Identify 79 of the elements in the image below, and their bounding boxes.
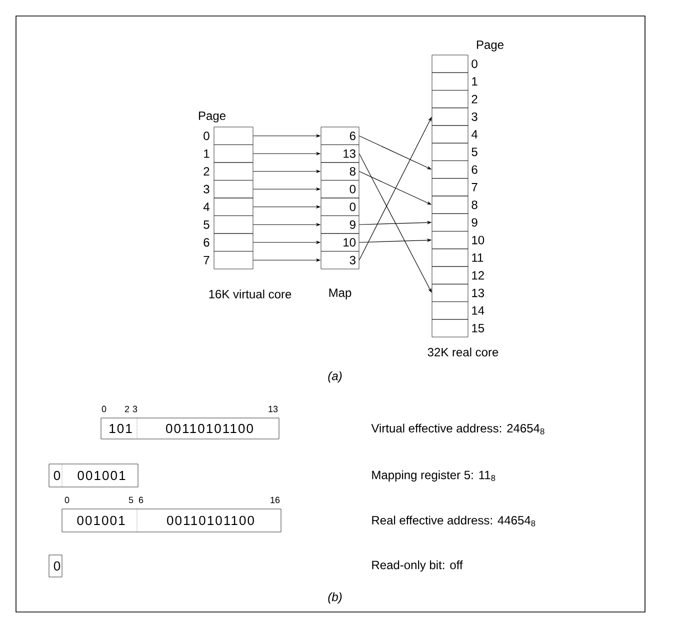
page-number: 10 [472, 236, 484, 244]
bit-position: 6 [138, 496, 144, 504]
memory-cell [214, 216, 254, 234]
page-number: 8 [472, 200, 478, 210]
page-number: 7 [204, 256, 210, 264]
memory-cell [432, 125, 468, 144]
memory-cell [432, 142, 468, 161]
map-cell: 3 [320, 251, 360, 270]
memory-cell [214, 180, 254, 198]
memory-cell [432, 72, 468, 90]
map-cell: 8 [320, 162, 360, 180]
column-caption: 16K virtual core [209, 290, 292, 298]
page-number: 6 [472, 165, 478, 174]
column-heading: Page [198, 112, 226, 122]
page-number: 3 [472, 112, 478, 121]
page-number: 7 [472, 183, 478, 192]
part-label: (b) [328, 592, 342, 604]
page-number: 11 [472, 254, 484, 262]
bit-position: 5 [128, 496, 134, 504]
page-number: 6 [204, 238, 210, 247]
page-number: 1 [472, 77, 478, 86]
bit-position: 0 [64, 496, 70, 504]
register-description: Read-only bit: off [372, 560, 463, 572]
map-cell: 6 [320, 126, 360, 145]
page-number: 2 [204, 167, 210, 176]
memory-cell [432, 302, 468, 320]
register-box: 001001 00110101100 [62, 508, 282, 532]
map-cell: 13 [320, 144, 360, 163]
page-number: 0 [204, 132, 210, 140]
page-number: 2 [472, 94, 478, 104]
register-box: 0 [48, 554, 62, 578]
memory-cell [432, 284, 468, 302]
part-label: (a) [328, 371, 342, 383]
column-caption: Map [329, 288, 352, 300]
bit-position: 0 [102, 406, 106, 412]
register-description: Virtual effective address: 24654$_{8}$ [371, 424, 544, 434]
register-description: Real effective address: 44654$_{8}$ [372, 516, 536, 526]
memory-cell [214, 162, 254, 180]
page-number: 14 [472, 306, 484, 315]
map-cell: 10 [320, 233, 360, 252]
memory-cell [432, 231, 468, 250]
register-box: 101 00110101100 [100, 418, 280, 440]
column-heading: Page [476, 40, 504, 52]
bit-position: 16 [270, 496, 280, 504]
bit-position: 3 [132, 406, 138, 412]
bit-position: 13 [268, 406, 278, 412]
page-number: 1 [204, 150, 210, 158]
memory-cell [432, 90, 468, 108]
page-number: 5 [472, 148, 478, 156]
page-number: 9 [472, 218, 478, 227]
memory-cell [432, 213, 468, 232]
page-number: 4 [203, 202, 210, 211]
page-number: 4 [471, 130, 478, 138]
memory-cell [432, 108, 468, 126]
map-cell: 0 [320, 180, 360, 198]
page-number: 0 [472, 60, 478, 68]
memory-cell [432, 266, 468, 284]
memory-cell [214, 251, 254, 270]
memory-cell [214, 198, 254, 216]
page-number: 5 [204, 220, 210, 229]
memory-cell [432, 178, 468, 196]
memory-cell [432, 54, 468, 73]
page-number: 3 [204, 184, 210, 194]
bit-position: 2 [124, 406, 130, 412]
map-cell: 9 [320, 216, 360, 234]
page-number: 15 [472, 324, 484, 332]
memory-cell [432, 160, 468, 179]
column-caption: 32K real core [428, 348, 498, 356]
page-number: 12 [472, 271, 484, 280]
memory-cell [214, 233, 254, 252]
map-cell: 0 [320, 198, 360, 216]
memory-cell [432, 319, 468, 338]
memory-cell [432, 196, 468, 214]
memory-cell [214, 126, 254, 145]
register-box: 0 001001 [48, 464, 138, 488]
memory-cell [214, 144, 254, 163]
memory-cell [432, 248, 468, 267]
page-number: 13 [472, 288, 484, 298]
register-description: Mapping register 5: 11$_{8}$ [372, 470, 496, 482]
